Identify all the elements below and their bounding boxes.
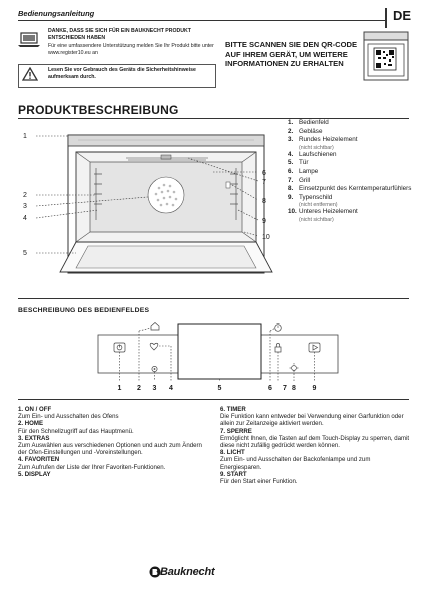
part-number: 1. — [288, 119, 294, 126]
callout-2: 2 — [23, 192, 27, 199]
section-divider — [18, 118, 409, 119]
description-text: Ermöglicht Ihnen, die Tasten auf dem Tou… — [220, 434, 410, 450]
part-number: 3. — [288, 136, 294, 144]
timer-icon — [274, 323, 282, 332]
description-heading: 8. LICHT — [220, 449, 245, 457]
description-heading: 5. DISPLAY — [18, 470, 51, 478]
panel-number-1: 1 — [118, 385, 122, 392]
panel-number-7: 7 — [283, 385, 287, 392]
panel-number-9: 9 — [313, 385, 317, 392]
description-text: Die Funktion kann entweder bei Verwendun… — [220, 413, 404, 428]
part-label: Laufschienen — [299, 150, 337, 158]
panel-number-4: 4 — [169, 385, 173, 392]
qr-instruction: BITTE SCANNEN SIE DEN QR-CODE AUF IHREM … — [225, 40, 358, 68]
product-description-title: PRODUKTBESCHREIBUNG — [18, 103, 179, 117]
description-heading: 4. FAVORITEN — [18, 456, 60, 464]
control-panel-title: BESCHREIBUNG DES BEDIENFELDES — [18, 307, 150, 314]
section-divider — [18, 399, 409, 400]
part-note: (nicht entfernen) — [299, 202, 338, 209]
list-item: 6. Lampe — [288, 168, 413, 177]
panel-number-6: 6 — [268, 385, 272, 392]
list-item: 10.Unteres Heizelement — [288, 208, 413, 217]
part-label: Typenschild — [299, 193, 333, 201]
part-number: 9. — [288, 193, 294, 201]
callout-5: 5 — [23, 250, 27, 257]
light-icon — [289, 363, 299, 371]
control-panel-diagram: 1 2 3 4 5 6 7 8 9 — [97, 322, 339, 392]
part-note: (nicht sichtbar) — [299, 216, 334, 223]
callout-1: 1 — [23, 133, 27, 140]
description-heading: 3. EXTRAS — [18, 434, 50, 442]
warning-icon — [22, 67, 38, 81]
qr-oven-icon — [363, 31, 409, 81]
home-icon — [150, 322, 160, 331]
parts-list: 1. Bedienfeld 2. Gebläse 3. Rundes Heizelem… — [288, 119, 413, 223]
warning-text: Lesen Sie vor Gebrauch des Geräts die Si… — [48, 67, 196, 80]
list-item: 4. Laufschienen — [288, 151, 413, 160]
callout-3: 3 — [23, 203, 27, 210]
part-label: Bedienfeld — [299, 119, 329, 126]
description-heading: 7. SPERRE — [220, 427, 252, 435]
part-note: (nicht sichtbar) — [299, 144, 334, 151]
description-text: Für den Schnellzugriff auf das Hauptmenü… — [18, 427, 134, 435]
header-divider — [18, 20, 385, 21]
callout-7: 7 — [262, 179, 266, 186]
brand-logo-icon — [149, 566, 161, 578]
part-label: Rundes Heizelement — [299, 136, 358, 144]
description-text: Zum Ein- und Ausschalten der Backofenlam… — [220, 456, 371, 471]
list-item: 2. Gebläse — [288, 128, 413, 137]
callout-8: 8 — [262, 198, 266, 205]
descriptions-left: 1. ON / OFF Zum Ein- und Ausschalten des… — [18, 406, 203, 478]
list-item: 5. Tür — [288, 159, 413, 168]
part-label: Unteres Heizelement — [299, 208, 358, 216]
description-text: Zum Ein- und Ausschalten des Ofens — [18, 413, 119, 421]
part-label: Lampe — [299, 167, 319, 175]
panel-number-2: 2 — [137, 385, 141, 392]
description-text: Für den Start einer Funktion. — [220, 478, 298, 486]
part-number: 5. — [288, 159, 294, 167]
section-divider — [18, 298, 409, 299]
part-number: 2. — [288, 127, 294, 135]
panel-number-8: 8 — [292, 385, 296, 392]
description-heading: 2. HOME — [18, 420, 44, 428]
part-number: 4. — [288, 150, 294, 158]
callout-6: 6 — [262, 170, 266, 177]
part-number: 6. — [288, 167, 294, 175]
callout-4: 4 — [23, 215, 27, 222]
part-number: 7. — [288, 176, 294, 184]
list-item: 7. Grill — [288, 177, 413, 186]
description-heading: 9. START — [220, 470, 247, 478]
callout-10: 10 — [262, 234, 270, 241]
list-item: 3. Rundes Heizelement — [288, 136, 413, 145]
part-label: Grill — [299, 176, 311, 184]
description-text: Zum Auswählen aus verschiedenen Optionen… — [18, 442, 202, 457]
callout-9: 9 — [262, 218, 266, 225]
descriptions-right: 6. TIMER Die Funktion kann entweder bei … — [220, 406, 410, 485]
panel-number-3: 3 — [153, 385, 157, 392]
thanks-title: DANKE, DASS SIE SICH FÜR EIN BAUKNECHT P… — [48, 28, 191, 41]
document-header-title: Bedienungsanleitung — [18, 9, 95, 18]
part-label: Tür — [299, 159, 309, 167]
language-divider — [385, 8, 387, 28]
thanks-text: Für eine umfassendere Unterstützung meld… — [48, 43, 214, 56]
heart-icon — [149, 342, 159, 351]
language-code: DE — [393, 8, 412, 23]
description-heading: 6. TIMER — [220, 406, 246, 413]
list-item: 9. Typenschild — [288, 194, 413, 203]
part-label: Einsetzpunkt des Kerntemperaturfühlers — [299, 185, 412, 193]
list-item: 1. Bedienfeld — [288, 119, 413, 128]
warning-box — [18, 64, 216, 88]
brand-logo: Bauknecht — [160, 566, 215, 578]
panel-number-5: 5 — [218, 385, 222, 392]
description-heading: 1. ON / OFF — [18, 406, 52, 413]
extras-icon — [151, 366, 158, 372]
laptop-icon — [18, 32, 40, 47]
oven-diagram: 1 2 3 4 5 6 7 8 9 10 — [23, 133, 273, 274]
part-number: 10. — [288, 208, 297, 216]
description-text: Zum Aufrufen der Liste der Ihrer Favorit… — [18, 463, 166, 471]
list-item: 8. Einsetzpunkt des Kerntemperaturfühlers — [288, 185, 413, 194]
part-label: Gebläse — [299, 127, 323, 135]
part-number: 8. — [288, 185, 294, 193]
